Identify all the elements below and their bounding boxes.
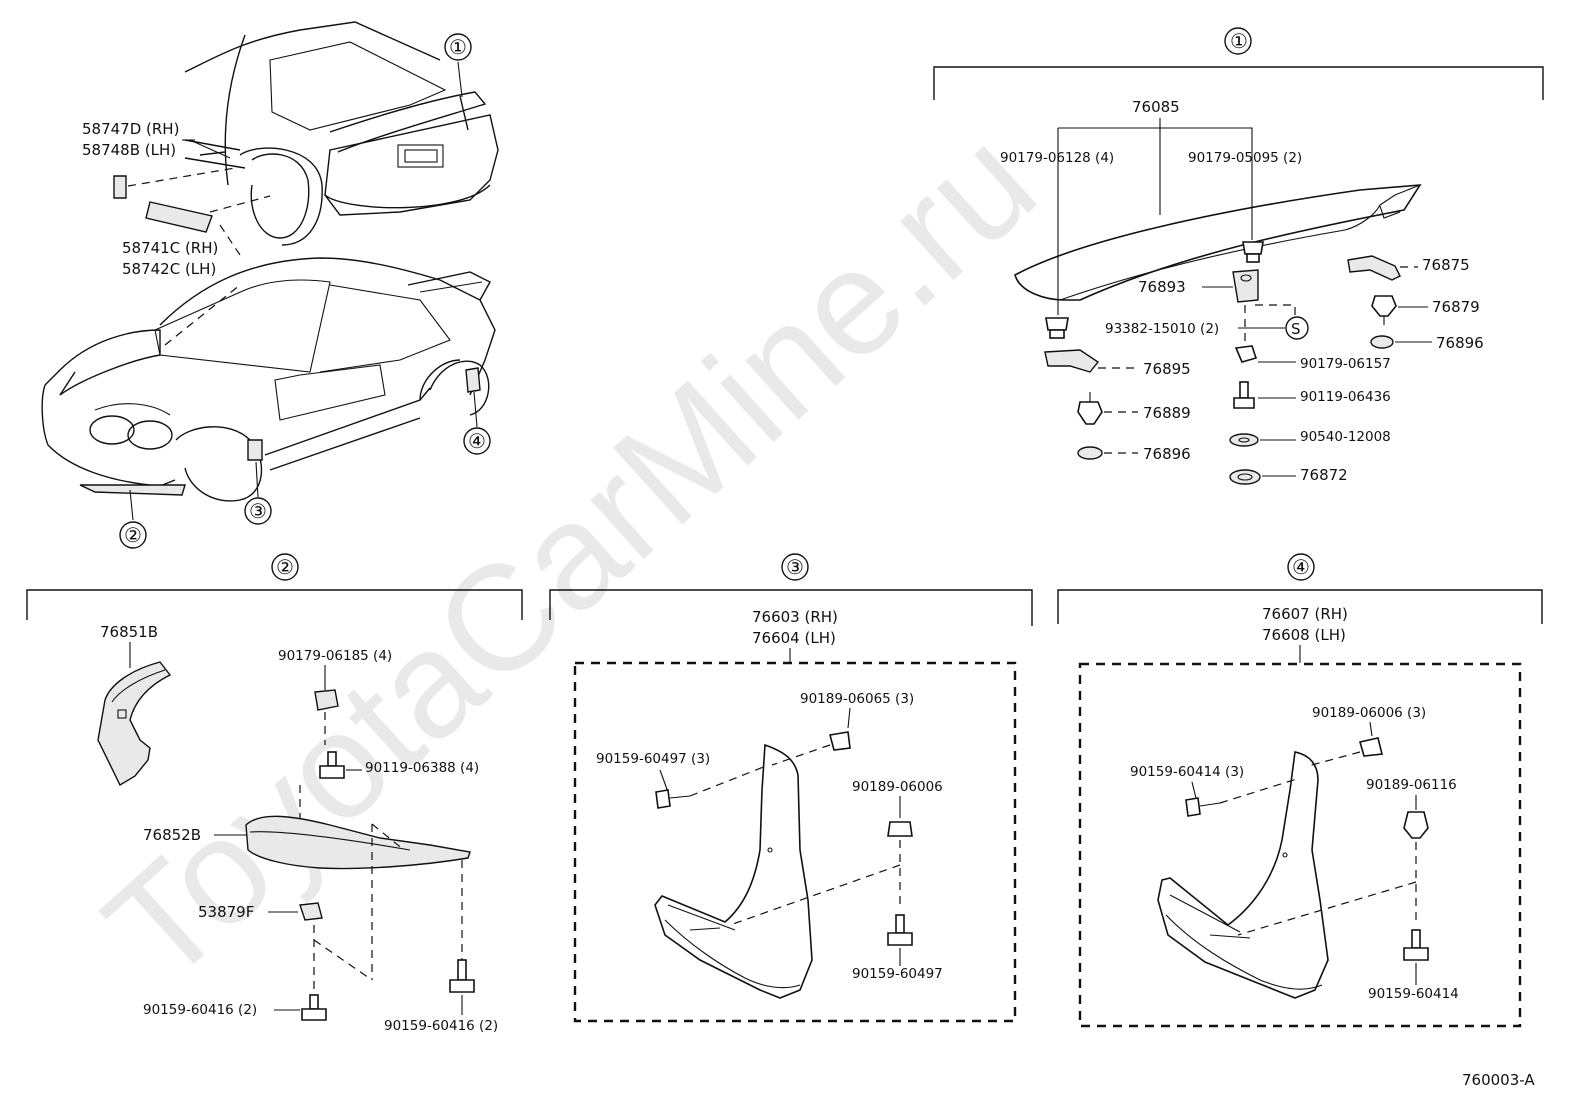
bolt-93382-label: 93382-15010 (2) bbox=[1105, 321, 1219, 337]
watermark: ToyotaCarMine.ru bbox=[74, 97, 1066, 1014]
nut-right-label: 90179-05095 (2) bbox=[1188, 150, 1302, 166]
car-front-illustration bbox=[41, 257, 496, 502]
nut-left-label: 90179-06128 (4) bbox=[1000, 150, 1114, 166]
gasket-76872-label: 76872 bbox=[1300, 466, 1348, 484]
bracket-76895-label: 76895 bbox=[1143, 360, 1191, 378]
callout-3-overview: ③ bbox=[244, 461, 272, 525]
clip-90189-06006-3-label: 90189-06006 (3) bbox=[1312, 705, 1426, 721]
section-3-marker: ③ bbox=[786, 555, 804, 579]
section-1-marker: ① bbox=[1230, 29, 1248, 53]
callout-1-overview: ① bbox=[444, 33, 472, 98]
svg-text:①: ① bbox=[449, 35, 467, 59]
drawing-code: 760003-A bbox=[1462, 1071, 1535, 1089]
section-2-marker: ② bbox=[276, 555, 294, 579]
section-4-rear-mudguard: ④ 76607 (RH) 76608 (LH) 90189-06006 (3) … bbox=[1057, 553, 1543, 1028]
svg-text:④: ④ bbox=[468, 429, 486, 453]
ext-76851B-label: 76851B bbox=[100, 623, 158, 641]
bolt-90119-06388-label: 90119-06388 (4) bbox=[365, 760, 479, 776]
nut-90179-06157-label: 90179-06157 bbox=[1300, 356, 1391, 372]
car-rear-illustration bbox=[113, 21, 499, 256]
emblem-side-rh-label: 58747D (RH) bbox=[82, 120, 179, 138]
rear-mudguard-rh-label: 76607 (RH) bbox=[1262, 605, 1348, 623]
screw-right-label: 90159-60416 (2) bbox=[384, 1018, 498, 1034]
clip-76879-label: 76879 bbox=[1432, 298, 1480, 316]
mudguard-rh-label: 76603 (RH) bbox=[752, 608, 838, 626]
screw-left-label: 90159-60416 (2) bbox=[143, 1002, 257, 1018]
emblem-rocker-rh-label: 58741C (RH) bbox=[122, 239, 218, 257]
retainer-53879F-label: 53879F bbox=[198, 903, 254, 921]
screw-90159-60414-label: 90159-60414 bbox=[1368, 986, 1459, 1002]
screw-90159-60497-3-label: 90159-60497 (3) bbox=[596, 751, 710, 767]
section-4-marker: ④ bbox=[1292, 555, 1310, 579]
callout-4-overview: ④ bbox=[463, 391, 491, 455]
section-2-front-spoiler: ② 76851B 90179-06185 (4) 90119-06388 (4)… bbox=[26, 553, 523, 1034]
screw-90159-60497-label: 90159-60497 bbox=[852, 966, 943, 982]
spoiler-76852B-label: 76852B bbox=[143, 826, 201, 844]
screw-90159-60414-3-label: 90159-60414 (3) bbox=[1130, 764, 1244, 780]
callout-2-overview: ② bbox=[119, 489, 147, 549]
clip-90189-06006-label: 90189-06006 bbox=[852, 779, 943, 795]
mudguard-lh-label: 76604 (LH) bbox=[752, 629, 836, 647]
section-1-rear-spoiler: ① 76085 90179-06128 (4) 90179-05095 (2) … bbox=[933, 27, 1544, 485]
svg-text:③: ③ bbox=[249, 499, 267, 523]
bolt-90119-06436-label: 90119-06436 bbox=[1300, 389, 1391, 405]
svg-text:②: ② bbox=[124, 523, 142, 547]
s-marker: S bbox=[1291, 320, 1301, 338]
rear-mudguard-lh-label: 76608 (LH) bbox=[1262, 626, 1346, 644]
emblem-rocker-lh-label: 58742C (LH) bbox=[122, 260, 216, 278]
clip-90189-06116-label: 90189-06116 bbox=[1366, 777, 1457, 793]
washer-90540-label: 90540-12008 bbox=[1300, 429, 1391, 445]
clip-76889-label: 76889 bbox=[1143, 404, 1191, 422]
seal-76896-left-label: 76896 bbox=[1143, 445, 1191, 463]
emblem-side-lh-label: 58748B (LH) bbox=[82, 141, 176, 159]
spoiler-assy-label: 76085 bbox=[1132, 98, 1180, 116]
section-3-front-mudguard: ③ 76603 (RH) 76604 (LH) 90189-06065 (3) … bbox=[549, 553, 1033, 1023]
seal-76896-right-label: 76896 bbox=[1436, 334, 1484, 352]
clip-90189-06065-label: 90189-06065 (3) bbox=[800, 691, 914, 707]
bracket-76875-label: 76875 bbox=[1422, 256, 1470, 274]
nut-90179-06185-label: 90179-06185 (4) bbox=[278, 648, 392, 664]
pad-76893-label: 76893 bbox=[1138, 278, 1186, 296]
